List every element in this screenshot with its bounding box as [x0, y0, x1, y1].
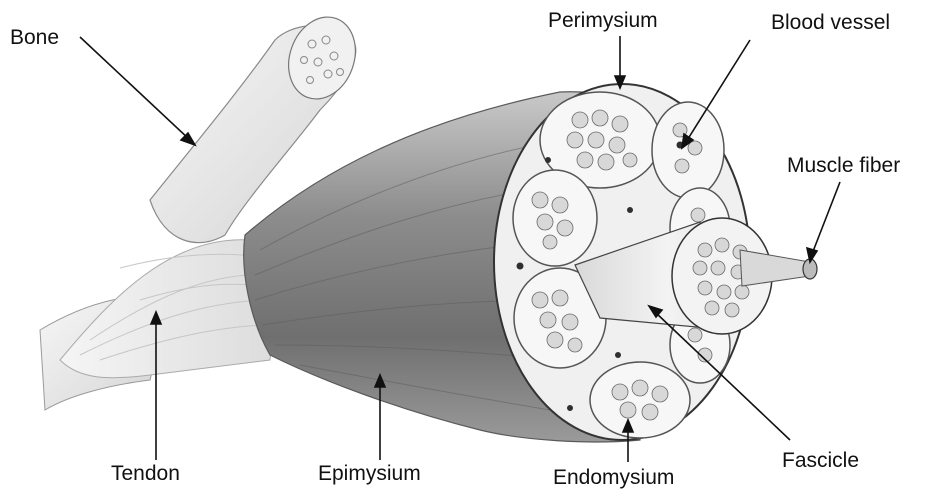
label-bone: Bone — [10, 27, 59, 48]
label-endomysium: Endomysium — [553, 467, 674, 488]
label-fascicle: Fascicle — [782, 450, 859, 471]
label-blood-vessel: Blood vessel — [771, 12, 890, 33]
label-tendon: Tendon — [111, 463, 180, 484]
label-epimysium: Epimysium — [318, 463, 421, 484]
label-perimysium: Perimysium — [548, 10, 658, 31]
label-muscle-fiber: Muscle fiber — [787, 155, 900, 176]
muscle-fiber-shape — [740, 250, 810, 286]
